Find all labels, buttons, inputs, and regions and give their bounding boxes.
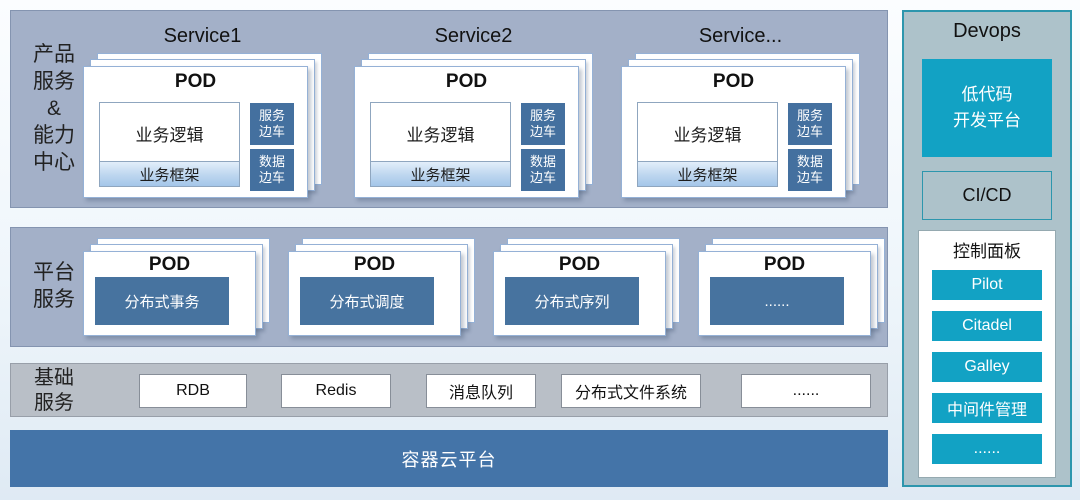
service-sidecar: 服务 边车: [250, 103, 294, 145]
cicd-box: CI/CD: [922, 171, 1052, 220]
business-logic-label: 业务逻辑: [135, 125, 204, 145]
pod-card: POD 分布式序列: [493, 251, 666, 336]
control-panel-title: 控制面板: [953, 242, 1021, 261]
service-sidecar: 服务 边车: [521, 103, 565, 145]
band-label-line: &: [46, 97, 61, 120]
sidecar-line: 边车: [529, 124, 556, 139]
sidecar-line: 数据: [796, 154, 823, 169]
data-sidecar: 数据 边车: [521, 149, 565, 191]
band-label-line: 中心: [33, 151, 75, 174]
sidecar-line: 边车: [796, 170, 823, 185]
devops-title: Devops: [953, 20, 1021, 42]
platform-service-label: 分布式调度: [300, 277, 434, 325]
platform-pod-stack-4: POD ......: [698, 238, 885, 336]
service-title: Service...: [698, 25, 783, 47]
pod-card: POD 业务逻辑 业务框架 服务 边车 数据 边车: [354, 66, 579, 198]
data-sidecar: 数据 边车: [250, 149, 294, 191]
business-framework-label: 业务框架: [100, 161, 239, 186]
service-group-3: Service... POD 业务逻辑 业务框架 服务 边车: [621, 11, 860, 207]
service-group-2: Service2 POD 业务逻辑 业务框架 服务 边车: [354, 11, 593, 207]
pod-stack: POD 业务逻辑 业务框架 服务 边车 数据 边车: [621, 53, 860, 198]
pod-label: POD: [558, 254, 601, 275]
sidecar-line: 数据: [529, 154, 556, 169]
pod-label: POD: [763, 254, 806, 275]
business-logic-box: 业务逻辑 业务框架: [370, 102, 511, 187]
platform-service-label: 分布式序列: [505, 277, 639, 325]
sidecar-line: 边车: [529, 170, 556, 185]
control-panel-box: 控制面板 Pilot Citadel Galley 中间件管理 ......: [918, 230, 1056, 478]
service-group-1: Service1 POD 业务逻辑 业务框架 服务 边车: [83, 11, 322, 207]
platform-band-label: 平台 服务: [23, 259, 85, 313]
sidecar-line: 服务: [258, 108, 285, 123]
service-title: Service2: [434, 25, 513, 47]
platform-service-label: ......: [710, 277, 844, 325]
panel-item-galley: Galley: [932, 352, 1042, 382]
band-label-line: 平台: [33, 261, 75, 284]
pod-label: POD: [148, 254, 191, 275]
business-framework-label: 业务框架: [371, 161, 510, 186]
container-cloud-platform-bar: 容器云平台: [10, 430, 888, 487]
pod-card: POD 分布式调度: [288, 251, 461, 336]
pod-label: POD: [445, 71, 488, 92]
panel-item-more: ......: [932, 434, 1042, 464]
service-title: Service1: [163, 25, 242, 47]
band-label-line: 能力: [33, 124, 75, 147]
band-label-line: 产品: [33, 43, 75, 66]
business-logic-label: 业务逻辑: [406, 125, 475, 145]
sidecar-column: 服务 边车 数据 边车: [250, 103, 294, 195]
lowcode-line: 低代码: [961, 85, 1013, 104]
basic-service-more: ......: [741, 374, 871, 408]
panel-item-citadel: Citadel: [932, 311, 1042, 341]
sidecar-column: 服务 边车 数据 边车: [788, 103, 832, 195]
pod-card: POD 业务逻辑 业务框架 服务 边车 数据 边车: [621, 66, 846, 198]
container-cloud-platform-label: 容器云平台: [401, 449, 497, 470]
pod-card: POD ......: [698, 251, 871, 336]
business-framework-label: 业务框架: [638, 161, 777, 186]
pod-card: POD 业务逻辑 业务框架 服务 边车 数据 边车: [83, 66, 308, 198]
lowcode-platform-box: 低代码 开发平台: [922, 59, 1052, 157]
product-band-label: 产品 服务 & 能力 中心: [23, 41, 85, 176]
panel-item-pilot: Pilot: [932, 270, 1042, 300]
pod-stack: POD 业务逻辑 业务框架 服务 边车 数据 边车: [354, 53, 593, 198]
devops-column: Devops 低代码 开发平台 CI/CD 控制面板 Pilot Citadel…: [902, 10, 1072, 487]
basic-service-message-queue: 消息队列: [426, 374, 536, 408]
service-sidecar: 服务 边车: [788, 103, 832, 145]
sidecar-line: 服务: [796, 108, 823, 123]
platform-pod-stack-3: POD 分布式序列: [493, 238, 680, 336]
business-logic-box: 业务逻辑 业务框架: [99, 102, 240, 187]
platform-services-band: 平台 服务 POD 分布式事务 POD 分布式调度 POD 分布式序列: [10, 227, 888, 347]
pod-stack: POD 业务逻辑 业务框架 服务 边车 数据 边车: [83, 53, 322, 198]
basic-service-distributed-fs: 分布式文件系统: [561, 374, 701, 408]
band-label-line: 服务: [33, 70, 75, 93]
platform-pod-stack-1: POD 分布式事务: [83, 238, 270, 336]
basic-services-band: 基础 服务 RDB Redis 消息队列 分布式文件系统 ......: [10, 363, 888, 417]
band-label-line: 基础: [34, 367, 74, 389]
band-label-line: 服务: [33, 288, 75, 311]
basic-service-rdb: RDB: [139, 374, 247, 408]
sidecar-column: 服务 边车 数据 边车: [521, 103, 565, 195]
band-label-line: 服务: [34, 392, 74, 414]
pod-label: POD: [174, 71, 217, 92]
sidecar-line: 边车: [258, 124, 285, 139]
business-logic-box: 业务逻辑 业务框架: [637, 102, 778, 187]
sidecar-line: 边车: [258, 170, 285, 185]
data-sidecar: 数据 边车: [788, 149, 832, 191]
pod-label: POD: [712, 71, 755, 92]
platform-pod-stack-2: POD 分布式调度: [288, 238, 475, 336]
pod-card: POD 分布式事务: [83, 251, 256, 336]
lowcode-line: 开发平台: [953, 111, 1021, 130]
sidecar-line: 边车: [796, 124, 823, 139]
business-logic-label: 业务逻辑: [673, 125, 742, 145]
panel-item-middleware: 中间件管理: [932, 393, 1042, 423]
pod-label: POD: [353, 254, 396, 275]
platform-service-label: 分布式事务: [95, 277, 229, 325]
basic-band-label: 基础 服务: [23, 366, 85, 416]
basic-service-redis: Redis: [281, 374, 391, 408]
sidecar-line: 服务: [529, 108, 556, 123]
sidecar-line: 数据: [258, 154, 285, 169]
product-services-band: 产品 服务 & 能力 中心 Service1 POD 业务逻辑 业务框架: [10, 10, 888, 208]
